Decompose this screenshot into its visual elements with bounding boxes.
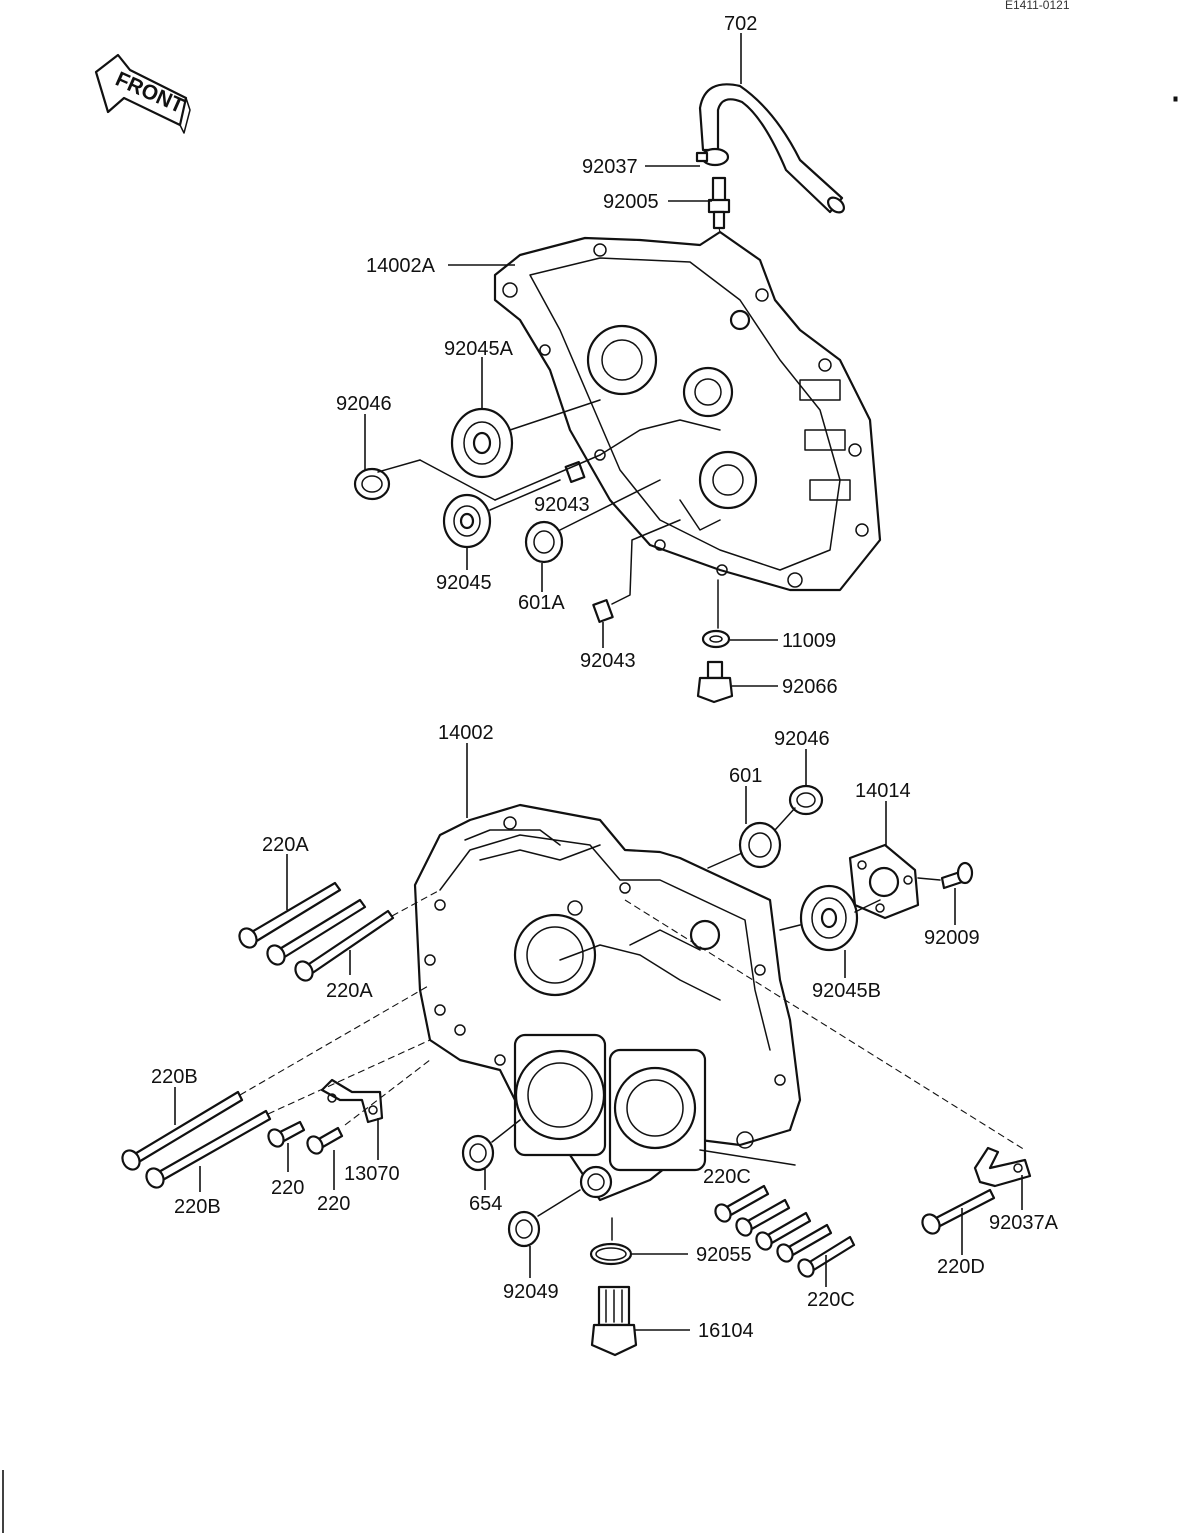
label-92046-upper: 92046	[336, 393, 392, 415]
label-11009: 11009	[782, 630, 836, 652]
label-16104: 16104	[698, 1320, 754, 1342]
breather-hose-part	[698, 83, 845, 214]
label-220-a: 220	[271, 1177, 304, 1199]
washer-11009-part	[701, 629, 731, 649]
label-220A-top: 220A	[262, 834, 309, 856]
hose-clamp-part	[695, 147, 730, 167]
ball-bearing-92045-part	[442, 493, 492, 549]
reference-code: E1411-0121	[1005, 0, 1070, 12]
label-92045B: 92045B	[812, 980, 881, 1002]
label-14014: 14014	[855, 780, 911, 802]
label-92043-b: 92043	[580, 650, 636, 672]
label-601: 601	[729, 765, 762, 787]
bolt-220C-5-part	[797, 1235, 856, 1278]
label-92046-lower: 92046	[774, 728, 830, 750]
label-92055: 92055	[696, 1244, 752, 1266]
bolt-220C-3-part	[755, 1211, 812, 1251]
bolt-220A-3-part	[294, 909, 395, 982]
drain-plug-92066-part	[696, 660, 734, 704]
bolt-220C-2-part	[735, 1198, 791, 1237]
ball-bearing-92045B-part	[799, 884, 859, 952]
leader-lines	[174, 33, 1023, 1331]
label-92045: 92045	[436, 572, 492, 594]
bolt-220C-1-part	[714, 1184, 770, 1223]
bolt-220A-1-part	[238, 881, 342, 949]
oil-filter-16104-part	[590, 1285, 638, 1357]
label-92037A: 92037A	[989, 1212, 1059, 1234]
label-92005: 92005	[603, 191, 659, 213]
label-13070: 13070	[344, 1163, 400, 1185]
bearing-retainer-14014-part	[848, 843, 920, 920]
ball-bearing-92045A-part	[450, 407, 514, 479]
front-arrow-icon: FRONT	[94, 53, 191, 134]
oil-seal-92049-part	[507, 1210, 541, 1248]
label-220A-bottom: 220A	[326, 980, 373, 1002]
label-92066: 92066	[782, 676, 838, 698]
label-220B-bottom: 220B	[174, 1196, 221, 1218]
screw-92009-part	[940, 861, 974, 890]
bolt-220D-part	[921, 1188, 996, 1235]
label-92037: 92037	[582, 156, 638, 178]
bearing-601-part	[738, 821, 782, 869]
bolt-220B-1-part	[121, 1090, 244, 1171]
right-crankcase-half-part	[413, 803, 802, 1202]
label-92049: 92049	[503, 1281, 559, 1303]
scan-dot	[1173, 96, 1178, 102]
label-220B-top: 220B	[151, 1066, 198, 1088]
label-220C-top: 220C	[703, 1166, 751, 1188]
bolt-220A-2-part	[266, 898, 367, 966]
breather-fitting-part	[707, 176, 731, 230]
label-220C-bottom: 220C	[807, 1289, 855, 1311]
bearing-601A-part	[524, 520, 564, 564]
bracket-13070-part	[320, 1078, 384, 1124]
dowel-pin-92043-b-part	[592, 599, 614, 623]
needle-bearing-92046-upper-part	[353, 467, 391, 501]
clamp-92037A-part	[973, 1146, 1032, 1188]
label-654: 654	[469, 1193, 502, 1215]
label-92009: 92009	[924, 927, 980, 949]
bolt-220-a-part	[267, 1120, 306, 1148]
needle-bearing-92046-lower-part	[788, 784, 824, 816]
label-14002: 14002	[438, 722, 494, 744]
label-702: 702	[724, 13, 757, 35]
oil-seal-654-part	[461, 1134, 495, 1172]
bolt-220B-2-part	[145, 1109, 272, 1189]
bolt-220C-4-part	[776, 1223, 833, 1263]
label-220-b: 220	[317, 1193, 350, 1215]
bolt-220-b-part	[306, 1126, 344, 1155]
left-crankcase-half-part	[493, 230, 882, 592]
label-14002A: 14002A	[366, 255, 436, 277]
label-92043-a: 92043	[534, 494, 590, 516]
label-601A: 601A	[518, 592, 565, 614]
label-220D: 220D	[937, 1256, 985, 1278]
o-ring-92055-part	[589, 1242, 633, 1266]
label-92045A: 92045A	[444, 338, 514, 360]
